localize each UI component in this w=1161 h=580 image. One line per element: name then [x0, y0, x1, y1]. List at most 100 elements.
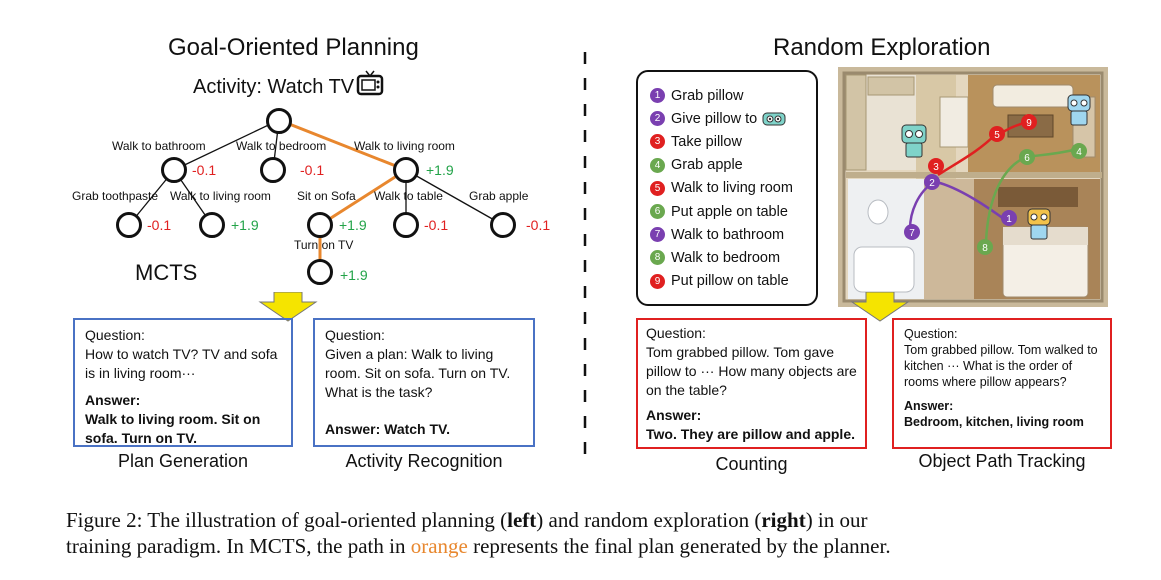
- mcts-node-apple: [490, 212, 516, 238]
- svg-text:3: 3: [933, 162, 939, 173]
- legend-text: Put pillow on table: [671, 273, 789, 290]
- count-question-text: Tom grabbed pillow. Tom gave pillow to ·…: [646, 344, 857, 398]
- track-answer-label: Answer:: [904, 399, 954, 413]
- mcts-node-table: [393, 212, 419, 238]
- legend-badge: 6: [650, 204, 665, 220]
- activity-recognition-box: Question: Given a plan: Walk to living r…: [313, 318, 535, 447]
- count-answer-text: Two. They are pillow and apple.: [646, 426, 855, 442]
- panel-divider: [583, 52, 587, 462]
- score-bedroom: -0.1: [300, 162, 325, 178]
- object-path-tracking-caption: Object Path Tracking: [918, 451, 1086, 471]
- edge-label-grab-apple: Grab apple: [469, 189, 529, 203]
- edge-label-turn-tv: Turn on TV: [294, 238, 354, 252]
- legend-badge: 8: [650, 250, 665, 266]
- figure-caption-line-2: training paradigm. In MCTS, the path in …: [66, 533, 1126, 559]
- svg-text:1: 1: [1006, 214, 1012, 225]
- figure-caption: Figure 2: The illustration of goal-orien…: [66, 507, 1126, 559]
- edge-label-walk-bathroom: Walk to bathroom: [112, 139, 206, 153]
- caption-line2-a: training paradigm. In MCTS, the path in: [66, 534, 411, 558]
- legend-text: Take pillow: [671, 133, 742, 150]
- svg-text:8: 8: [982, 243, 988, 254]
- mcts-node-bathroom: [161, 157, 187, 183]
- legend-badge: 2: [650, 111, 665, 127]
- counting-caption: Counting: [715, 454, 788, 474]
- legend-text: Grab apple: [671, 157, 743, 174]
- legend-item: 5 Walk to living room: [650, 177, 804, 200]
- legend-badge: 5: [650, 180, 665, 196]
- svg-text:2: 2: [929, 178, 935, 189]
- edge-label-grab-toothpaste: Grab toothpaste: [72, 189, 159, 203]
- edge-label-walk-bedroom: Walk to bedroom: [236, 139, 327, 153]
- caption-orange-word: orange: [410, 534, 468, 558]
- svg-text:9: 9: [1026, 118, 1032, 129]
- track-question-label: Question:: [904, 327, 958, 341]
- object-path-tracking-box: Question: Tom grabbed pillow. Tom walked…: [892, 318, 1112, 449]
- mcts-label: MCTS: [135, 260, 198, 285]
- edge-label-sit-sofa: Sit on Sofa: [297, 189, 356, 203]
- mcts-root-node: [266, 108, 292, 134]
- caption-middle: ) and random exploration (: [536, 508, 762, 532]
- robot-icon: [901, 124, 927, 158]
- edge-label-walk-living: Walk to living room: [354, 139, 455, 153]
- legend-badge: 9: [650, 273, 665, 289]
- score-apple: -0.1: [526, 217, 551, 233]
- act-question-text: Given a plan: Walk to living room. Sit o…: [325, 346, 511, 400]
- mcts-node-living: [393, 157, 419, 183]
- plan-generation-box: Question: How to watch TV? TV and sofa i…: [73, 318, 293, 447]
- mcts-node-toothpaste: [116, 212, 142, 238]
- svg-text:6: 6: [1024, 153, 1030, 164]
- tv-icon: [356, 70, 384, 96]
- score-tv: +1.9: [340, 267, 368, 283]
- figure-caption-line-1: Figure 2: The illustration of goal-orien…: [66, 507, 1126, 533]
- mcts-node-sofa: [307, 212, 333, 238]
- robot-icon: [1067, 94, 1091, 126]
- score-bathroom: -0.1: [192, 162, 217, 178]
- legend-item: 6 Put apple on table: [650, 200, 804, 223]
- legend-item: 3 Take pillow: [650, 130, 804, 153]
- plan-question-text: How to watch TV? TV and sofa is in livin…: [85, 346, 278, 381]
- count-question-label: Question:: [646, 325, 706, 341]
- edge-label-walk-table: Walk to table: [374, 189, 443, 203]
- track-question-text: Tom grabbed pillow. Tom walked to kitche…: [904, 343, 1098, 389]
- legend-badge: 7: [650, 227, 665, 243]
- caption-left-word: left: [507, 508, 537, 532]
- legend-item: 2 Give pillow to: [650, 107, 804, 130]
- mcts-node-bedroom: [260, 157, 286, 183]
- svg-text:5: 5: [994, 130, 1000, 141]
- caption-prefix: Figure 2: The illustration of goal-orien…: [66, 508, 508, 532]
- left-panel-title: Goal-Oriented Planning: [168, 34, 419, 61]
- legend-badge: 4: [650, 157, 665, 173]
- legend-text: Give pillow to: [671, 110, 758, 127]
- legend-item: 4 Grab apple: [650, 154, 804, 177]
- score-table: -0.1: [424, 217, 449, 233]
- svg-text:7: 7: [909, 228, 915, 239]
- legend-text: Put apple on table: [671, 203, 788, 220]
- legend-item: 7 Walk to bathroom: [650, 223, 804, 246]
- score-living: +1.9: [426, 162, 454, 178]
- caption-suffix: ) in our: [805, 508, 868, 532]
- svg-text:4: 4: [1076, 147, 1082, 158]
- edge-label-walk-living2: Walk to living room: [170, 189, 271, 203]
- down-arrow-icon: [850, 292, 910, 322]
- score-toothpaste: -0.1: [147, 217, 172, 233]
- caption-line-1: Figure 2: The illustration of goal-orien…: [66, 507, 868, 533]
- counting-box: Question: Tom grabbed pillow. Tom gave p…: [636, 318, 867, 449]
- activity-label: Activity: Watch TV: [193, 76, 355, 98]
- robot-icon: [1027, 208, 1051, 240]
- plan-generation-caption: Plan Generation: [117, 451, 249, 471]
- score-sofa: +1.9: [339, 217, 367, 233]
- plan-answer-text: Walk to living room. Sit on sofa. Turn o…: [85, 411, 261, 446]
- score-living2: +1.9: [231, 217, 259, 233]
- activity-recognition-caption: Activity Recognition: [345, 451, 503, 471]
- legend-text: Walk to bathroom: [671, 226, 785, 243]
- act-answer-text: Answer: Watch TV.: [325, 421, 450, 437]
- caption-right-word: right: [761, 508, 806, 532]
- plan-answer-label: Answer:: [85, 392, 141, 408]
- legend-text: Walk to living room: [671, 180, 793, 197]
- mcts-node-tv: [307, 259, 333, 285]
- legend-badge: 3: [650, 134, 665, 150]
- track-answer-text: Bedroom, kitchen, living room: [904, 415, 1084, 429]
